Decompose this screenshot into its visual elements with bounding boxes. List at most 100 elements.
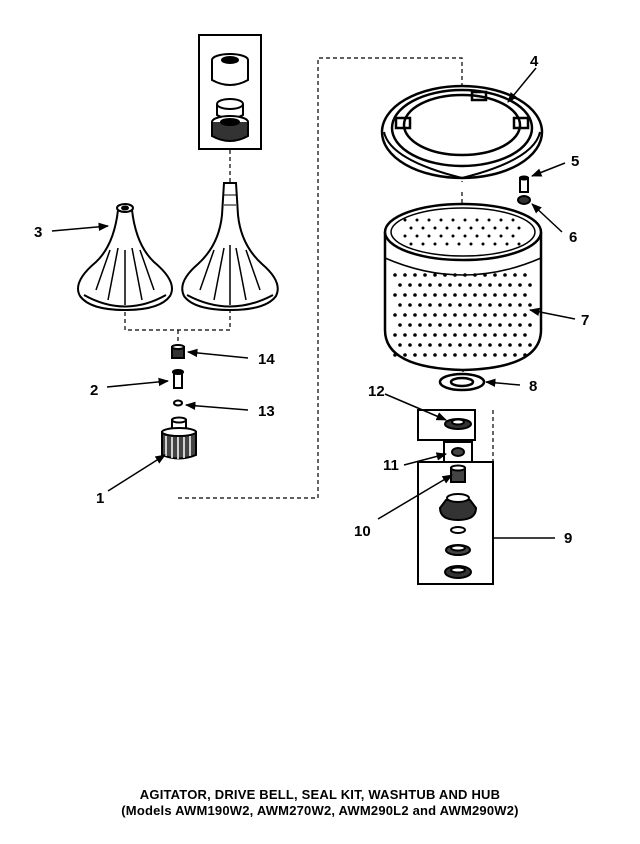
tub-hole — [423, 293, 427, 297]
tub-hole — [478, 283, 482, 287]
tub-hole — [438, 283, 442, 287]
tub-hole — [453, 353, 457, 357]
tub-hole — [513, 333, 517, 337]
tub-hole — [475, 234, 479, 238]
tub-hole — [493, 226, 497, 230]
tub-hole — [428, 283, 432, 287]
tub-hole — [439, 218, 443, 222]
tub-hole — [413, 293, 417, 297]
tub-hole — [393, 313, 397, 317]
tub-hole — [393, 353, 397, 357]
callout-4: 4 — [530, 53, 539, 70]
callout-9: 9 — [564, 530, 572, 547]
agitator-right — [181, 182, 279, 312]
tub-hole — [438, 343, 442, 347]
tub-hole — [433, 293, 437, 297]
tub-hole — [488, 323, 492, 327]
tub-hole — [453, 273, 457, 277]
tub-hole — [508, 283, 512, 287]
tub-hole — [433, 226, 437, 230]
tub-hole — [518, 323, 522, 327]
tub-hole — [398, 283, 402, 287]
tub-hole — [408, 323, 412, 327]
small-parts-left — [171, 344, 185, 407]
tub-hole — [503, 353, 507, 357]
tub-hole — [488, 303, 492, 307]
tub-hole — [493, 353, 497, 357]
tub-hole — [498, 303, 502, 307]
tub-hole — [483, 273, 487, 277]
tub-hole — [528, 283, 532, 287]
tub-hole — [413, 353, 417, 357]
tub-hole — [418, 283, 422, 287]
tub-hole — [433, 313, 437, 317]
tub-hole — [408, 283, 412, 287]
tub-hole — [413, 333, 417, 337]
callout-3: 3 — [34, 224, 42, 241]
tub-hole — [463, 293, 467, 297]
tub-hole — [508, 323, 512, 327]
tub-hole — [415, 234, 419, 238]
tub-hole — [498, 343, 502, 347]
tub-hole — [513, 313, 517, 317]
callout-11: 11 — [383, 457, 399, 474]
tub-hole — [409, 226, 413, 230]
callout-13: 13 — [258, 403, 275, 420]
tub-hole — [445, 242, 449, 246]
tub-hole — [481, 242, 485, 246]
tub-hole — [458, 343, 462, 347]
agitator-left — [77, 203, 173, 312]
tub-hole — [463, 353, 467, 357]
callout-10: 10 — [354, 523, 371, 540]
tub-hole — [463, 313, 467, 317]
tub-hole — [413, 273, 417, 277]
tub-hole — [478, 303, 482, 307]
callout-12: 12 — [368, 383, 385, 400]
tub-hole — [511, 218, 515, 222]
tub-hole — [523, 333, 527, 337]
tub-hole — [408, 343, 412, 347]
tub-hole — [418, 303, 422, 307]
tub-hole — [433, 273, 437, 277]
washtub — [383, 202, 543, 372]
tub-hole — [415, 218, 419, 222]
tub-hole — [448, 343, 452, 347]
tub-hole — [408, 303, 412, 307]
tub-hole — [403, 218, 407, 222]
tub-hole — [523, 293, 527, 297]
callout-2: 2 — [90, 382, 98, 399]
tub-hole — [481, 226, 485, 230]
tub-hole — [493, 242, 497, 246]
tub-hole — [421, 226, 425, 230]
tub-hole — [409, 242, 413, 246]
tub-hole — [443, 293, 447, 297]
tub-hole — [523, 353, 527, 357]
callout-5: 5 — [571, 153, 579, 170]
tub-hole — [523, 273, 527, 277]
tub-hole — [513, 353, 517, 357]
tub-hole — [428, 323, 432, 327]
tub-hole — [518, 343, 522, 347]
tub-hole — [403, 333, 407, 337]
tub-hole — [463, 218, 467, 222]
diagram-title: AGITATOR, DRIVE BELL, SEAL KIT, WASHTUB … — [139, 787, 501, 802]
tub-hole — [473, 313, 477, 317]
tub-hole — [483, 293, 487, 297]
tub-hole — [448, 283, 452, 287]
tub-hole — [445, 226, 449, 230]
tub-hole — [443, 273, 447, 277]
tub-hole — [473, 293, 477, 297]
hub-gasket — [438, 372, 486, 392]
tub-hole — [483, 333, 487, 337]
tub-hole — [428, 303, 432, 307]
tub-hole — [393, 273, 397, 277]
tub-hole — [478, 323, 482, 327]
tub-hole — [438, 323, 442, 327]
tub-hole — [457, 226, 461, 230]
tub-hole — [458, 303, 462, 307]
tub-hole — [453, 313, 457, 317]
tub-hole — [513, 293, 517, 297]
tub-hole — [443, 333, 447, 337]
tub-hole — [518, 283, 522, 287]
